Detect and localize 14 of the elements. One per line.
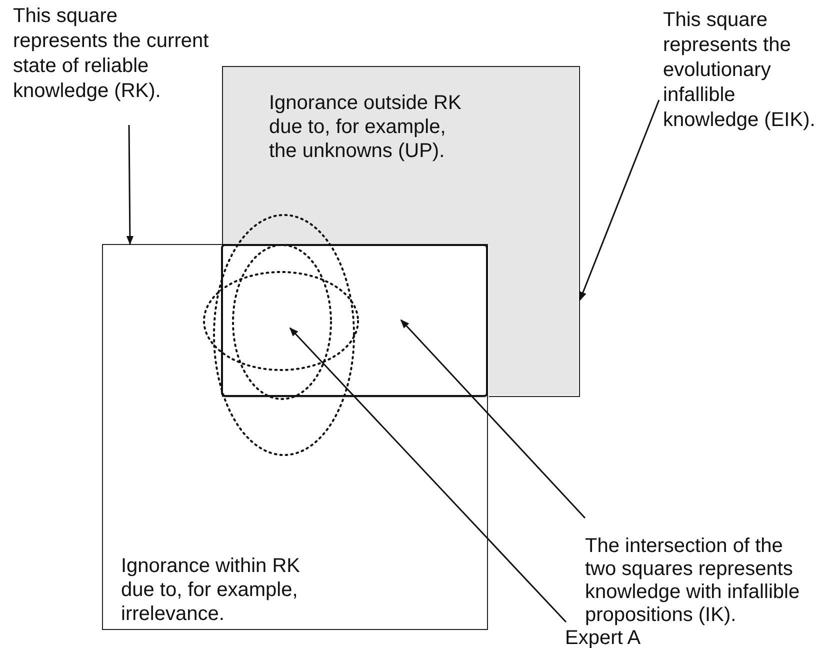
annotation-text: The intersection of the two squares represents knowledge with infallible propositions (IK). (585, 535, 819, 627)
leader-arrow (289, 327, 567, 623)
knowledge-square (222, 66, 580, 397)
region-text: Ignorance within RK due to, for example, irrelevance. (121, 554, 301, 626)
leader-arrow (126, 125, 134, 245)
annotation-text: This square represents the evolutionary infallible knowledge (EIK). (663, 8, 827, 133)
leader-arrow (400, 319, 586, 519)
region-text: Ignorance outside RK due to, for example, the unknowns (UP). (269, 91, 462, 163)
knowledge-square (102, 244, 488, 630)
intersection-box (220, 244, 488, 396)
dotted-ellipses-drawing (203, 214, 359, 456)
leader-arrow (579, 100, 660, 301)
annotation-text: This square represents the current state of reliable knowledge (RK). (13, 4, 213, 104)
annotation-text: Expert A (565, 628, 655, 648)
